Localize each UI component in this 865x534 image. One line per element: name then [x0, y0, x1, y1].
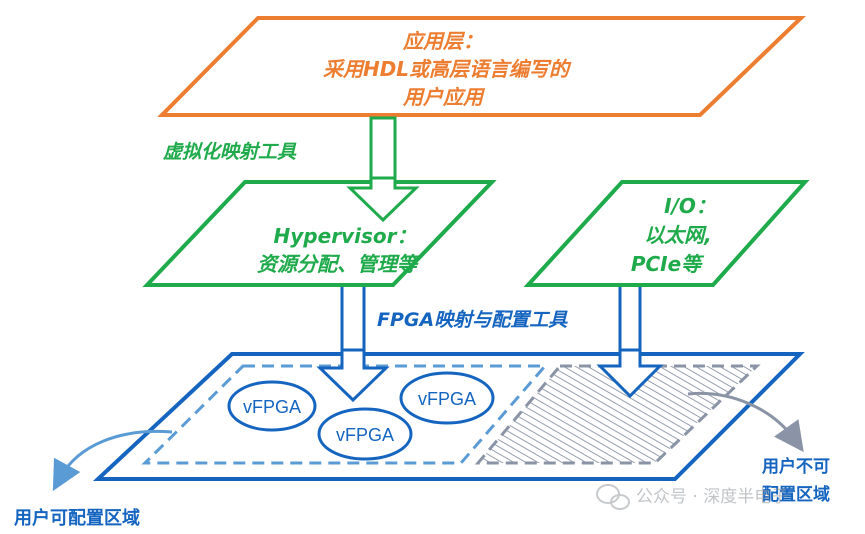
vfpga-label-3: vFPGA [418, 389, 476, 409]
arrow-non-configurable-callout [687, 391, 804, 453]
arrow-io-to-fpga-head [596, 348, 664, 399]
hypervisor-box [142, 180, 497, 287]
io-title: I/O： [664, 194, 716, 218]
application-layer-title: 应用层： [402, 29, 483, 53]
vfpga-label-2: vFPGA [336, 425, 394, 445]
arrow-hypervisor-to-fpga-head [316, 348, 390, 403]
io-desc-2: PCIe等 [631, 252, 705, 276]
non-configurable-region [474, 364, 761, 465]
virtualization-mapping-tool-label: 虚拟化映射工具 [163, 141, 297, 163]
arrow-app-to-hypervisor-head [346, 176, 420, 223]
application-layer-desc-2: 用户应用 [402, 85, 486, 109]
vfpga-label-1: vFPGA [243, 397, 301, 417]
user-non-configurable-label-2: 配置区域 [762, 484, 830, 505]
user-configurable-label: 用户可配置区域 [14, 507, 140, 529]
user-non-configurable-label-1: 用户不可 [762, 456, 830, 477]
vfpga-ellipse-2 [317, 407, 413, 461]
application-layer-box [157, 16, 806, 117]
fpga-mapping-tool-label: FPGA映射与配置工具 [377, 309, 568, 331]
vfpga-ellipse-1 [227, 380, 317, 432]
wechat-icon [596, 484, 630, 510]
configurable-region [141, 364, 549, 465]
application-layer-desc-1: 采用HDL或高层语言编写的 [323, 57, 572, 81]
watermark-text: 公众号 · 深度半电子 [636, 487, 788, 507]
watermark: 公众号 · 深度半电子 [596, 484, 788, 510]
io-desc-1: 以太网, [644, 223, 712, 247]
io-box [523, 180, 810, 287]
arrow-configurable-callout [52, 429, 173, 492]
vfpga-ellipse-3 [399, 371, 495, 425]
hypervisor-title: Hypervisor： [274, 224, 417, 248]
hypervisor-desc: 资源分配、管理等 [257, 252, 421, 276]
